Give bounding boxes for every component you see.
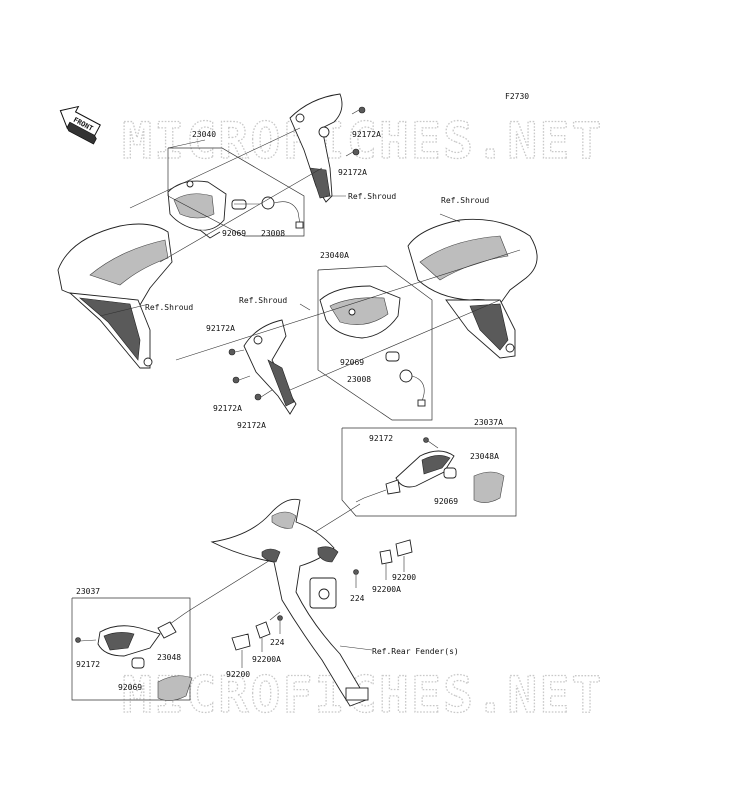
group-box-23037 [71,597,191,701]
bracket-middle [243,319,297,415]
label-ref-shroud-d: Ref.Shroud [239,296,287,305]
bulb-92069-a [231,199,247,210]
front-arrow-icon: FRONT [59,105,101,145]
label-92069-b: 92069 [340,358,364,367]
bracket-upper [289,93,343,203]
screw-224-b [277,615,283,634]
plate-92200-a [395,539,413,557]
socket-23008-b [399,369,426,407]
label-92200-a: 92200 [392,573,416,582]
plate-92200-b [231,633,251,651]
turn-signal-23037 [97,609,191,657]
label-92172-a: 92172 [369,434,393,443]
label-ref-shroud-a: Ref.Shroud [348,192,396,201]
label-ref-shroud-b: Ref.Shroud [145,303,193,312]
turn-signal-23040A [319,285,401,339]
label-ref-rear-fender: Ref.Rear Fender(s) [372,647,459,656]
label-92172A-a: 92172A [352,130,381,139]
group-box-23037A [341,427,517,517]
label-ref-shroud-c: Ref.Shroud [441,196,489,205]
right-front-shroud [407,218,538,359]
label-92069-d: 92069 [118,683,142,692]
label-23037A: 23037A [474,418,503,427]
rear-fender [210,498,369,707]
label-92172A-b: 92172A [338,168,367,177]
label-23008-b: 23008 [347,375,371,384]
bolt-92172A-c [228,348,245,356]
label-23040: 23040 [192,130,216,139]
bolt-92172A-a [351,106,366,115]
label-92172-b: 92172 [76,660,100,669]
watermark-top: MICROFICHES.NET [122,112,604,170]
label-23008-a: 23008 [261,229,285,238]
label-92200A-a: 92200A [372,585,401,594]
label-92200-b: 92200 [226,670,250,679]
label-23037: 23037 [76,587,100,596]
label-92172A-c: 92172A [206,324,235,333]
label-92069-a: 92069 [222,229,246,238]
lens-23048A [473,471,505,503]
label-92200A-b: 92200A [252,655,281,664]
bolt-92172A-b [345,148,360,157]
screw-92172-b [75,637,97,643]
bolt-92172A-d [232,375,251,384]
label-224-b: 224 [270,638,285,647]
nut-92200A-a [379,549,393,565]
screw-92172-a [423,437,439,449]
label-23048A: 23048A [470,452,499,461]
socket-23008-a [261,196,304,229]
label-23040A: 23040A [320,251,349,260]
bulb-92069-d [131,657,145,669]
bolt-92172A-e [254,389,273,401]
bulb-92069-c [443,467,457,479]
turn-signal-23037A [355,450,455,503]
label-92069-c: 92069 [434,497,458,506]
left-front-shroud [57,223,173,369]
turn-signal-23040 [167,180,227,239]
label-92172A-e: 92172A [237,421,266,430]
group-box-23040A [317,265,433,421]
label-224-a: 224 [350,594,365,603]
screw-224-a [353,569,359,588]
label-92172A-d: 92172A [213,404,242,413]
bulb-92069-b [385,351,400,362]
nut-92200A-b [255,621,271,639]
figure-code: F2730 [505,92,529,101]
lens-23048 [157,675,193,701]
label-23048: 23048 [157,653,181,662]
